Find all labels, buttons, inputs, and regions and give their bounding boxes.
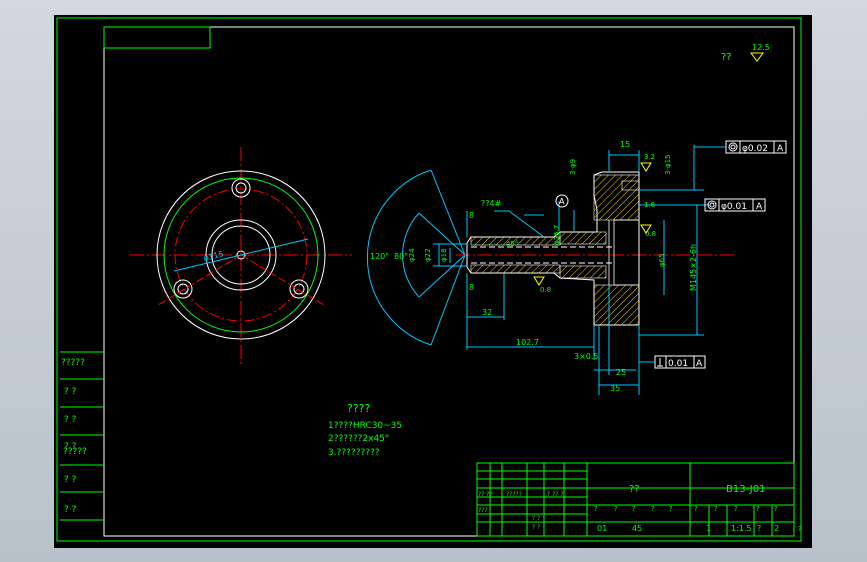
rough-08b-label: 0.8 — [645, 230, 656, 238]
title-block-sheet: 1 — [706, 524, 711, 533]
inner-frame — [103, 26, 795, 537]
left-table-cell-4: ? ? — [64, 442, 77, 452]
tech-req-2: 2??????2x45° — [328, 434, 389, 444]
dim-3x05-label: 3×0.5 — [574, 352, 599, 361]
roughness-symbol-3 — [640, 224, 652, 234]
roughness-symbol-1 — [533, 276, 545, 286]
rough-32-label: 3.2 — [644, 153, 655, 161]
left-table-cell-5: ????? — [63, 447, 87, 457]
dia-65-label: φ65 — [658, 253, 666, 267]
title-block-code: B13-J01 — [726, 484, 765, 495]
title-block-row-head-1: ?? ?? — [478, 491, 493, 498]
title-block-qty: 01 — [597, 524, 607, 533]
left-table-cell-6: ? ? — [64, 475, 77, 485]
datum-a-label: A — [559, 197, 565, 206]
tol1-datum: A — [777, 144, 784, 154]
left-table-cell-7: ? ? — [64, 505, 77, 515]
tol3-datum: A — [696, 359, 703, 369]
dia-24-label: φ24 — [408, 248, 416, 262]
dim-35-label: 35 — [610, 384, 620, 393]
tol2-datum: A — [756, 202, 763, 212]
title-block-mark-4: ? — [651, 505, 655, 513]
title-block-row-head-3: ? ?? ? — [547, 491, 564, 498]
left-table-cell-3: ? ? — [64, 415, 77, 425]
front-view — [130, 147, 352, 367]
title-block-row2-3: ? ? — [532, 524, 540, 531]
dim-102-7-label: 102.7 — [516, 338, 539, 347]
left-table-cell-2: ? ? — [64, 387, 77, 397]
drawing-svg: ????? ? ? ? ? ? ? ????? ? ? ? ? ?? 12.5 … — [56, 17, 802, 542]
title-block-scale: 1:1.5 — [731, 524, 752, 533]
dim-3-phi15-label: 3-φ15 — [664, 154, 672, 175]
title-block-name: ?? — [629, 484, 640, 495]
dim-8b-label: 8 — [469, 283, 474, 292]
angle-120-label: 120° — [370, 252, 389, 261]
title-block-weight: 45 — [632, 524, 642, 533]
title-block-mark-2: ? — [614, 505, 618, 513]
tol1-value: φ0.02 — [742, 144, 768, 154]
side-view — [367, 145, 734, 395]
title-block-row2-2: ? ? — [532, 515, 540, 522]
top-left-box — [103, 26, 211, 49]
top-mark: ?? — [721, 52, 732, 63]
title-block-page-no: 2 — [774, 524, 779, 533]
dim-8a-label: 8 — [469, 211, 474, 220]
tech-req-1: 1????HRC30~35 — [328, 421, 402, 431]
left-table-cell-1: ????? — [61, 358, 85, 368]
title-block-mark-9: ? — [756, 505, 760, 513]
roughness-symbol — [750, 52, 764, 62]
tolerance-frame-1 — [694, 140, 787, 154]
title-block-mark-6: ? — [694, 505, 698, 513]
thread-label: M145×2-6h — [689, 244, 698, 291]
dim-25-label: 25 — [616, 368, 626, 377]
rough-16-label: 1.6 — [644, 201, 656, 209]
chamfer-45-label: 45° — [506, 240, 518, 248]
title-block-mark-1: ? — [594, 505, 598, 513]
title-block-mark-8: ? — [734, 505, 738, 513]
title-block-side-mark: ? — [798, 525, 802, 533]
tol2-value: φ0.01 — [721, 202, 747, 212]
title-block-row2-1: ??? — [478, 507, 488, 514]
dia-22-label: φ22 — [424, 248, 432, 262]
tech-req-title: ???? — [347, 402, 371, 415]
title-block-mark-5: ? — [669, 505, 673, 513]
datum-a-marker — [555, 194, 569, 208]
dim-15-label: 15 — [620, 140, 630, 149]
tolerance-frame-3 — [639, 355, 706, 369]
title-block-mark-10: ? — [774, 505, 778, 513]
outer-frame — [56, 17, 802, 542]
title-block-pages: ? — [757, 524, 761, 533]
rough-08a-label: 0.8 — [540, 286, 551, 294]
tolerance-frame-2 — [704, 198, 766, 212]
dia-26-7-label: φ26.7 — [553, 225, 561, 245]
title-block-mark-3: ? — [632, 505, 636, 513]
roughness-value: 12.5 — [752, 43, 770, 52]
dim-3-phi9-label: 3-φ9 — [569, 159, 577, 175]
roughness-symbol-2 — [640, 162, 652, 172]
tech-req-3: 3.????????? — [328, 448, 380, 458]
title-block — [476, 462, 795, 537]
dim-32-label: 32 — [482, 308, 492, 317]
tol3-value: 0.01 — [668, 359, 688, 369]
dia-18-label: φ18 — [440, 248, 448, 262]
angle-80-label: 80° — [394, 252, 408, 261]
title-block-row-head-2: ????? — [506, 491, 522, 498]
drawing-canvas[interactable]: ????? ? ? ? ? ? ? ????? ? ? ? ? ?? 12.5 … — [54, 15, 812, 548]
title-block-mark-7: ? — [714, 505, 718, 513]
note-74-label: ??4# — [481, 199, 502, 208]
left-table — [60, 351, 104, 521]
